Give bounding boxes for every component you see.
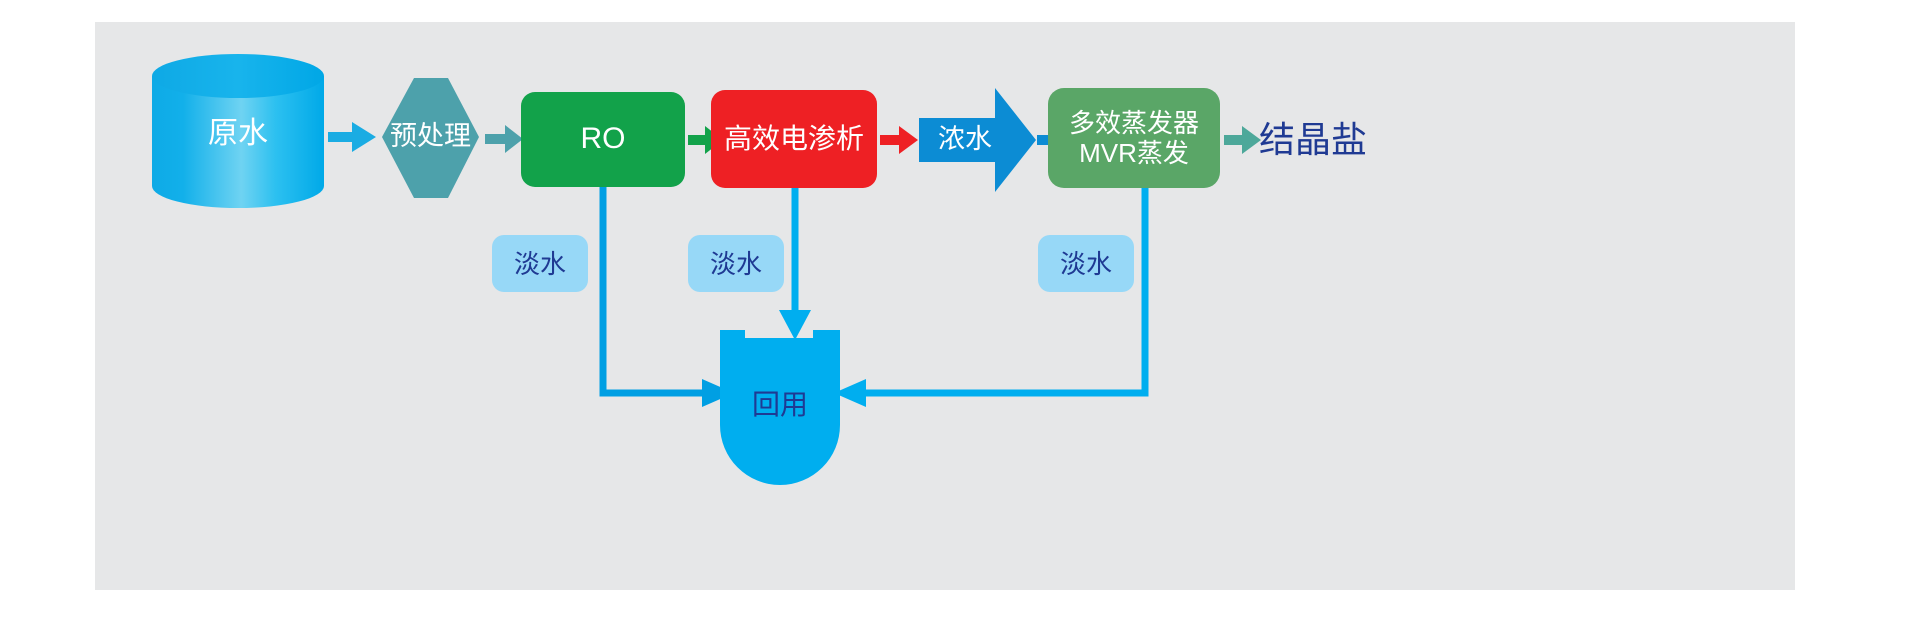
connector-evaporator-to-salt	[1224, 126, 1261, 154]
diagram-panel-background	[95, 22, 1795, 590]
connector-raw-to-pretreatment	[328, 122, 376, 152]
connector-pretreatment-to-ro	[485, 125, 523, 153]
node-ro[interactable]	[521, 92, 685, 187]
node-electrodialysis[interactable]	[711, 90, 877, 188]
node-fresh-water-1[interactable]	[492, 235, 588, 292]
node-concentrate[interactable]	[919, 88, 1036, 192]
node-fresh-water-2[interactable]	[688, 235, 784, 292]
node-fresh-water-3[interactable]	[1038, 235, 1134, 292]
node-pretreatment[interactable]	[382, 78, 479, 198]
connector-ed-to-reuse	[779, 188, 811, 340]
node-raw-water[interactable]	[152, 54, 324, 208]
node-evaporator[interactable]	[1048, 88, 1220, 188]
node-reuse-tank[interactable]	[720, 330, 840, 485]
connector-ed-to-concentrate	[880, 126, 918, 154]
connector-evaporator-to-reuse	[834, 188, 1149, 407]
connector-ro-to-reuse	[599, 187, 734, 407]
